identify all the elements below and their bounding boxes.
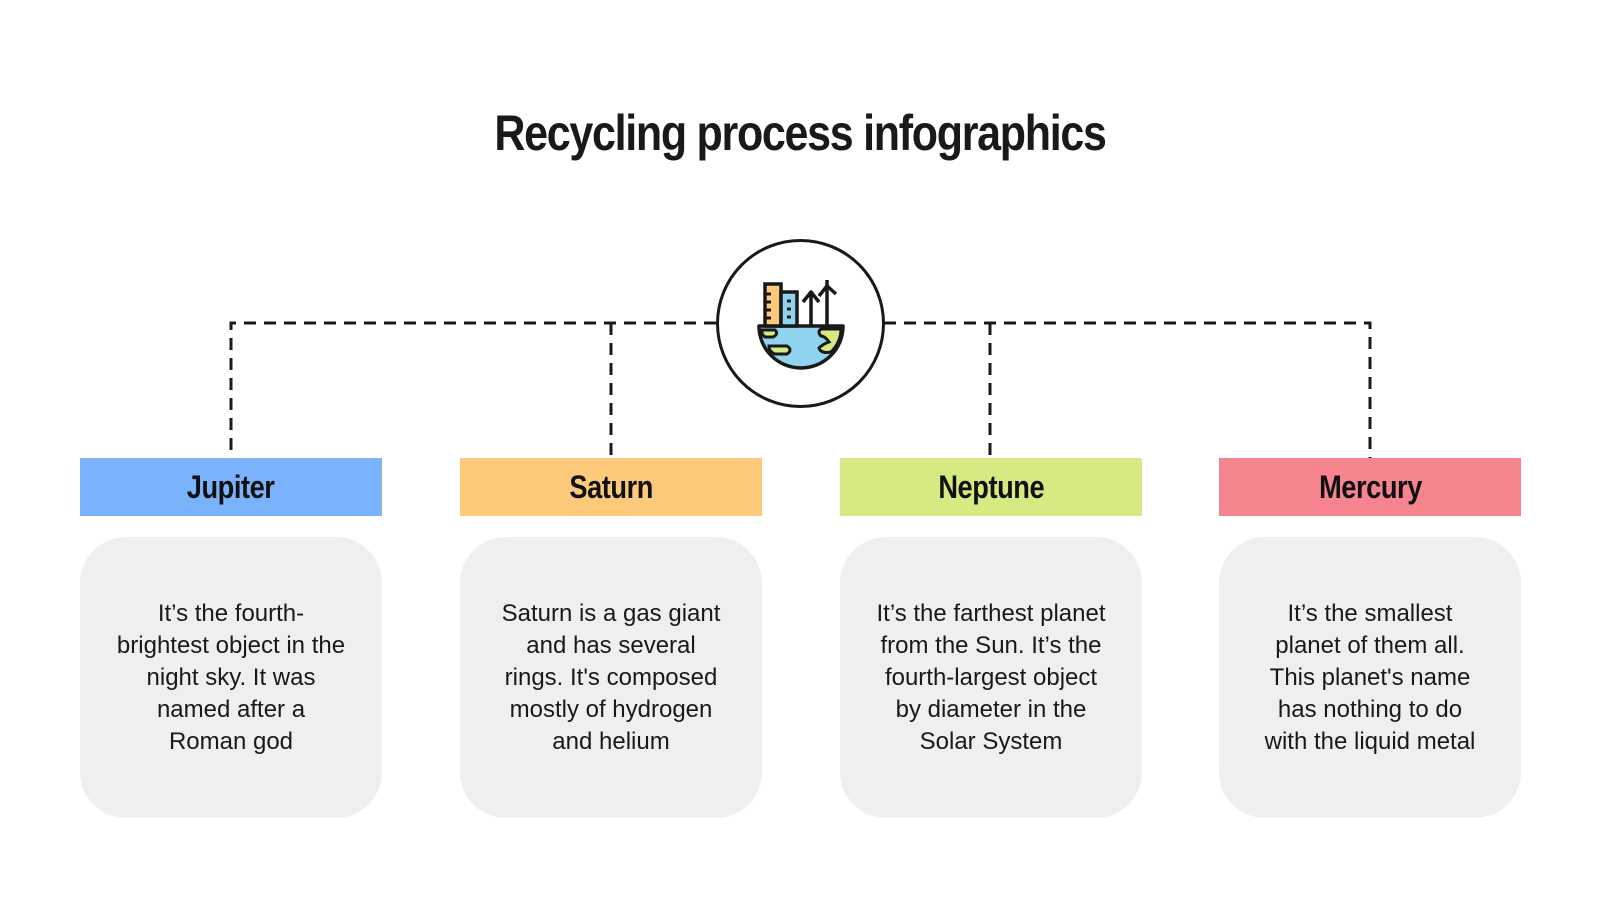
eco-city-globe-icon [756,279,845,370]
card-jupiter: It’s the fourth-brightest object in the … [80,537,382,818]
column-jupiter: Jupiter It’s the fourth-brightest object… [80,458,382,818]
card-description: It’s the fourth-brightest object in the … [116,599,346,755]
tab-label: Neptune [938,468,1044,505]
tab-neptune: Neptune [840,458,1142,516]
card-mercury: It’s the smallest planet of them all. Th… [1219,537,1521,818]
column-mercury: Mercury It’s the smallest planet of them… [1219,458,1521,818]
tab-saturn: Saturn [460,458,762,516]
tab-label: Jupiter [187,468,275,505]
connector-left [229,321,716,458]
tab-mercury: Mercury [1219,458,1521,516]
column-neptune: Neptune It’s the farthest planet from th… [840,458,1142,818]
tab-label: Mercury [1318,468,1422,505]
card-description: It’s the farthest planet from the Sun. I… [876,599,1106,755]
column-saturn: Saturn Saturn is a gas giant and has sev… [460,458,762,818]
tab-label: Saturn [569,468,653,505]
card-description: It’s the smallest planet of them all. Th… [1264,599,1476,755]
card-description: Saturn is a gas giant and has several ri… [501,599,721,755]
card-saturn: Saturn is a gas giant and has several ri… [460,537,762,818]
hub-circle [716,239,885,408]
tab-jupiter: Jupiter [80,458,382,516]
connector-right [884,321,1372,458]
card-neptune: It’s the farthest planet from the Sun. I… [840,537,1142,818]
page-title: Recycling process infographics [494,105,1107,161]
